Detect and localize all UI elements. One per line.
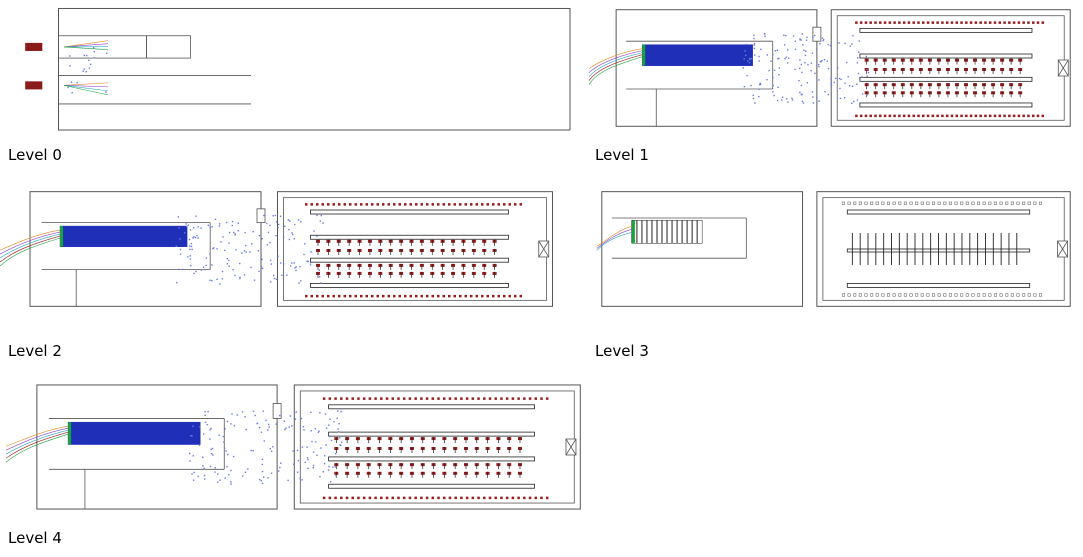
level-2-floor-plan [0, 191, 553, 307]
level-3-floor-plan [596, 191, 1071, 307]
level-1-panel: Level 1 [588, 6, 1077, 182]
level-4-panel: Level 4 [5, 381, 594, 557]
level-4-label: Level 4 [8, 529, 62, 547]
level-1-label: Level 1 [595, 146, 649, 164]
level-2-panel: Level 2 [0, 188, 570, 366]
level-3-label: Level 3 [595, 342, 649, 360]
level-0-panel: Level 0 [8, 6, 571, 182]
level-3-panel: Level 3 [595, 188, 1077, 366]
level-0-label: Level 0 [8, 146, 62, 164]
level-1-floor-plan [588, 9, 1071, 127]
level-4-floor-plan [5, 384, 581, 510]
level-0-floor-plan [25, 7, 571, 131]
level-2-label: Level 2 [8, 342, 62, 360]
